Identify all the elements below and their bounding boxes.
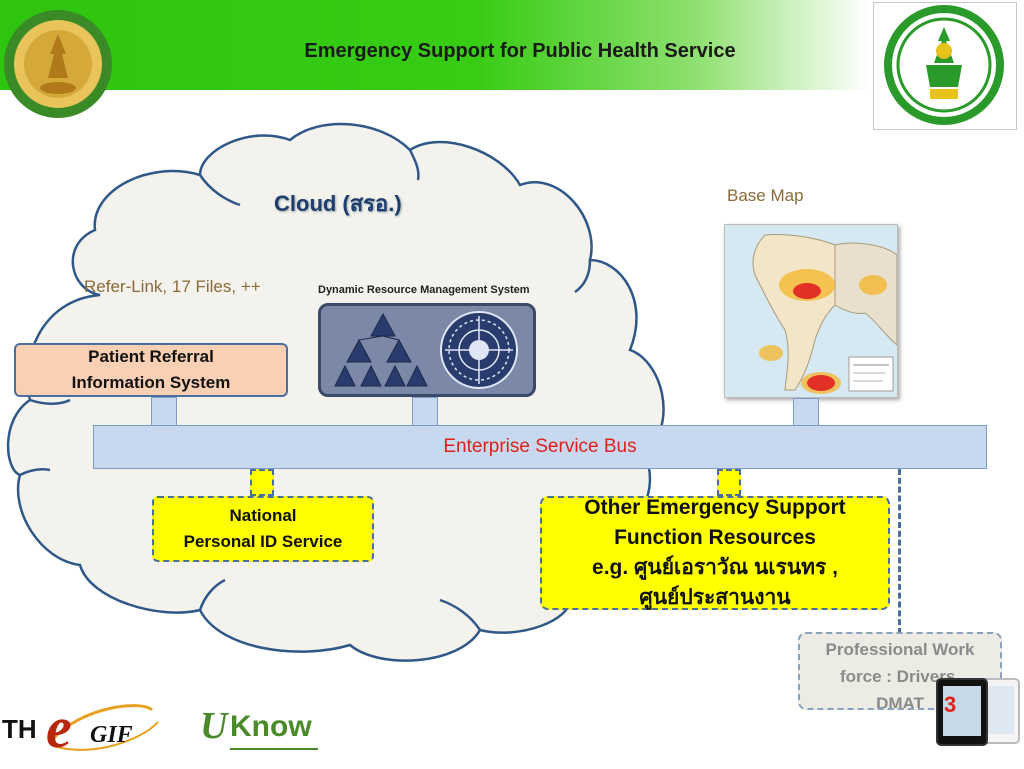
connector-other-resources [717,469,741,496]
thegif-gif: GIF [90,722,133,748]
ministry-emblem-icon [884,5,1004,125]
base-map-image[interactable] [724,224,898,398]
cloud-label: Cloud (สรอ.) [274,191,402,216]
other-resources-line1: Other Emergency Support [584,496,846,519]
patient-referral-box[interactable]: Patient Referral Information System [14,343,288,397]
thegif-th: TH [2,714,37,744]
enterprise-service-bus[interactable]: Enterprise Service Bus [93,425,987,469]
connector-drm [412,397,438,427]
professional-line3: DMAT [876,694,924,710]
tablet-front-icon [936,678,988,746]
slide-title: Emergency Support for Public Health Serv… [304,40,736,62]
connector-patient [151,397,177,427]
uknow-logo: U Know [196,704,326,760]
base-map-label: Base Map [727,186,804,205]
connector-national-id [250,469,274,496]
refer-link-text: Refer-Link, 17 Files, ++ [84,277,261,296]
uknow-know: Know [230,710,312,743]
uknow-u: U [200,705,228,747]
other-resources-line4: ศูนย์ประสานงาน [639,586,791,609]
tablet-back-icon [980,678,1020,744]
patient-referral-line1: Patient Referral [88,347,214,366]
national-id-line2: Personal ID Service [183,532,343,551]
connector-map [793,398,819,427]
thegif-logo-icon [50,704,159,751]
uknow-underline [230,748,318,750]
national-id-line1: National [229,506,297,525]
drm-label: Dynamic Resource Management System [318,284,530,296]
thegif-e: e [46,695,72,760]
page-number: 3 [944,692,957,717]
professional-line2: force : Drivers, [840,667,960,686]
other-resources-line3: e.g. ศูนย์เอราวัณ นเรนทร , [592,556,838,579]
other-resources-line2: Function Resources [614,526,816,549]
header-bar [0,0,870,90]
drm-system-box[interactable] [318,303,536,397]
professional-line1: Professional Work [825,640,975,659]
other-resources-box[interactable]: Other Emergency Support Function Resourc… [540,496,890,610]
patient-referral-line2: Information System [71,373,231,392]
thegif-logo: TH e GIF [2,695,160,764]
university-emblem-logo [4,10,112,118]
dashed-link-line [898,469,901,634]
drm-diagram-icon [334,311,518,389]
ministry-logo [873,2,1017,130]
thailand-map-icon [725,225,898,397]
national-id-box[interactable]: National Personal ID Service [152,496,374,562]
